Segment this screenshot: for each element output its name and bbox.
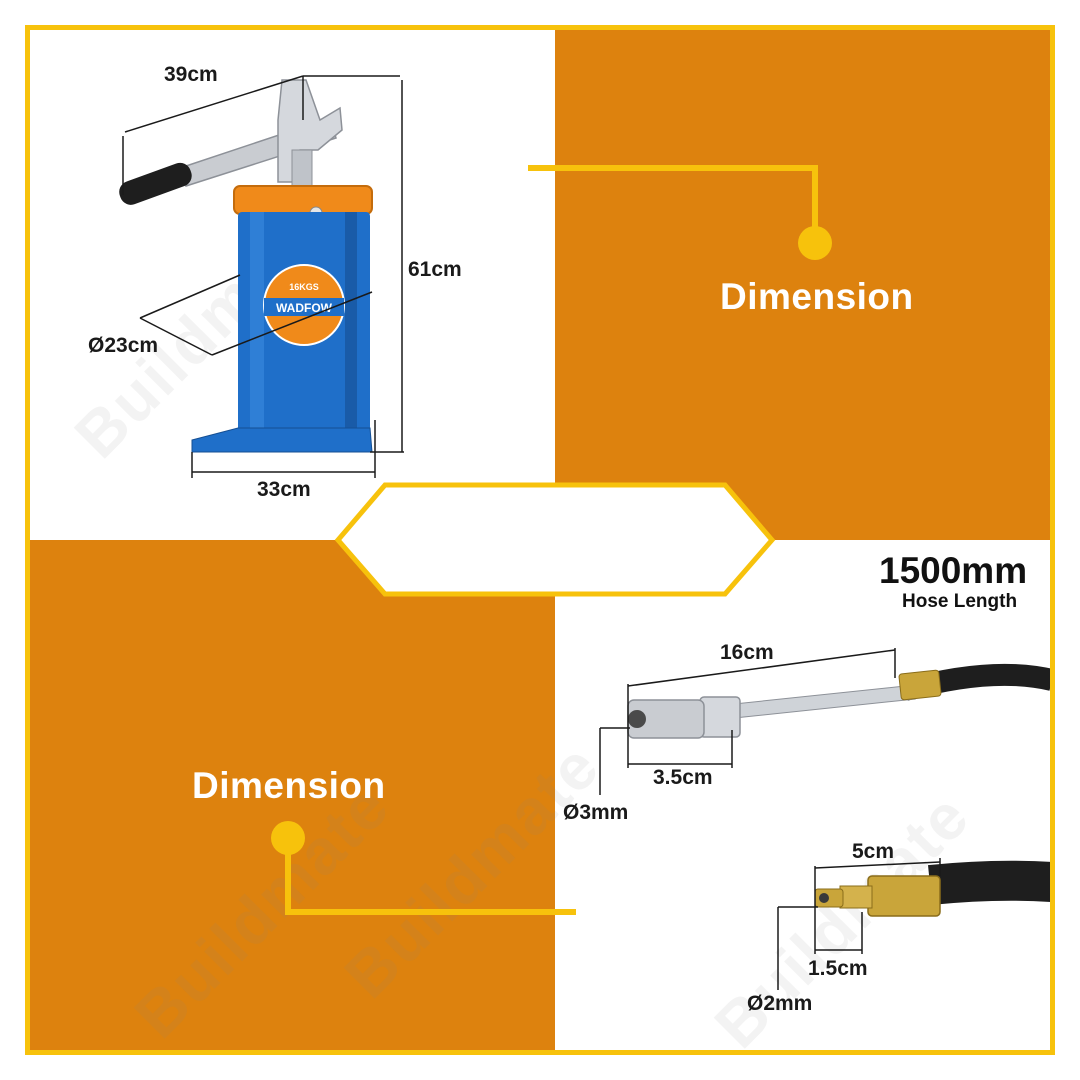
base-width-label: 33cm — [257, 478, 311, 501]
hose-length-label: Hose Length — [902, 591, 1018, 612]
pump-dimension-lines — [122, 75, 404, 478]
hose-length-value: 1500mm — [879, 550, 1028, 591]
hose-fitting-illustration — [814, 860, 1054, 917]
pump-brand-label: WADFOW — [276, 301, 333, 315]
orange-panel-bottom-left — [28, 540, 555, 1052]
dimension-heading-top-right: Dimension — [720, 276, 914, 317]
fitting-dimension-lines — [777, 858, 941, 990]
coupler-bore-label: Ø3mm — [563, 801, 629, 824]
coupler-tip-length-label: 3.5cm — [653, 766, 713, 789]
center-hexagon-badge — [334, 482, 776, 597]
handle-length-label: 39cm — [164, 63, 218, 86]
fitting-length-label: 5cm — [852, 840, 895, 863]
height-label: 61cm — [408, 258, 462, 281]
dimension-heading-bottom-left: Dimension — [192, 765, 386, 806]
orange-panel-top-right — [555, 28, 1052, 540]
coupler-dimension-lines — [599, 648, 896, 795]
grease-pump-illustration: WADFOW 16KGS — [119, 79, 373, 453]
connector-bottom-left — [271, 821, 576, 915]
coupler-length-label: 16cm — [720, 641, 774, 664]
fitting-thread-length-label: 1.5cm — [808, 957, 868, 980]
diameter-label: Ø23cm — [88, 334, 159, 357]
outer-frame — [25, 25, 1055, 1055]
pump-capacity-label: 16KGS — [289, 282, 319, 292]
connector-top-right — [528, 165, 832, 260]
pump-foot — [191, 427, 373, 453]
grease-coupler-illustration — [627, 663, 1055, 739]
fitting-bore-label: Ø2mm — [747, 992, 813, 1015]
handle-grip — [119, 162, 192, 205]
